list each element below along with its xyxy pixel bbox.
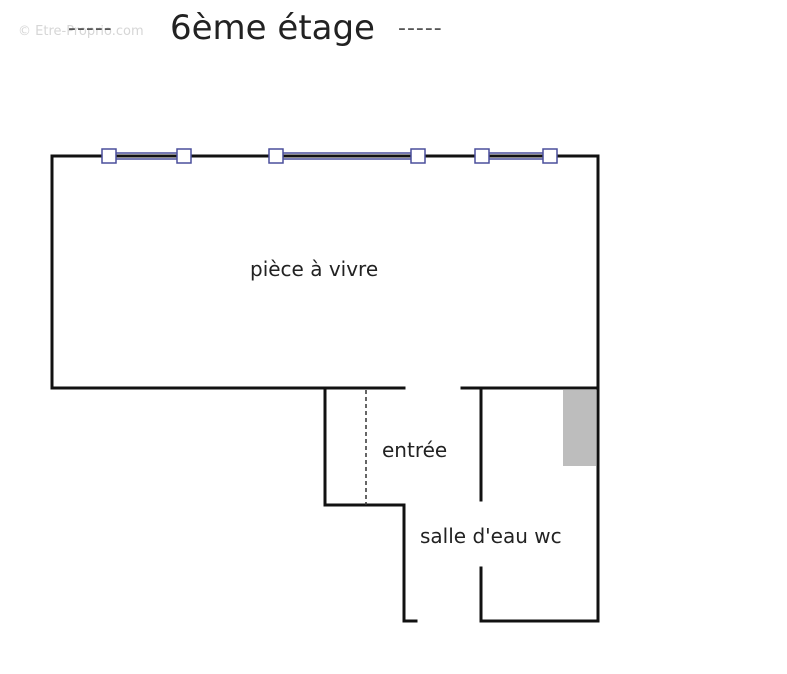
- shower-fixture: [563, 390, 596, 466]
- window-2: [268, 148, 426, 164]
- watermark: © Etre-Proprio.com: [18, 24, 144, 39]
- room-label-entrance: entrée: [382, 438, 448, 462]
- room-label-bathroom: salle d'eau wc: [420, 524, 562, 548]
- window-1: [101, 148, 192, 164]
- title-dash-right: -----: [398, 16, 443, 41]
- windows: [101, 148, 558, 164]
- window-3: [474, 148, 558, 164]
- room-label-living: pièce à vivre: [250, 257, 379, 281]
- title-dash-left: -----: [68, 16, 113, 41]
- floor-title: 6ème étage: [170, 8, 375, 48]
- walls: [50, 154, 600, 623]
